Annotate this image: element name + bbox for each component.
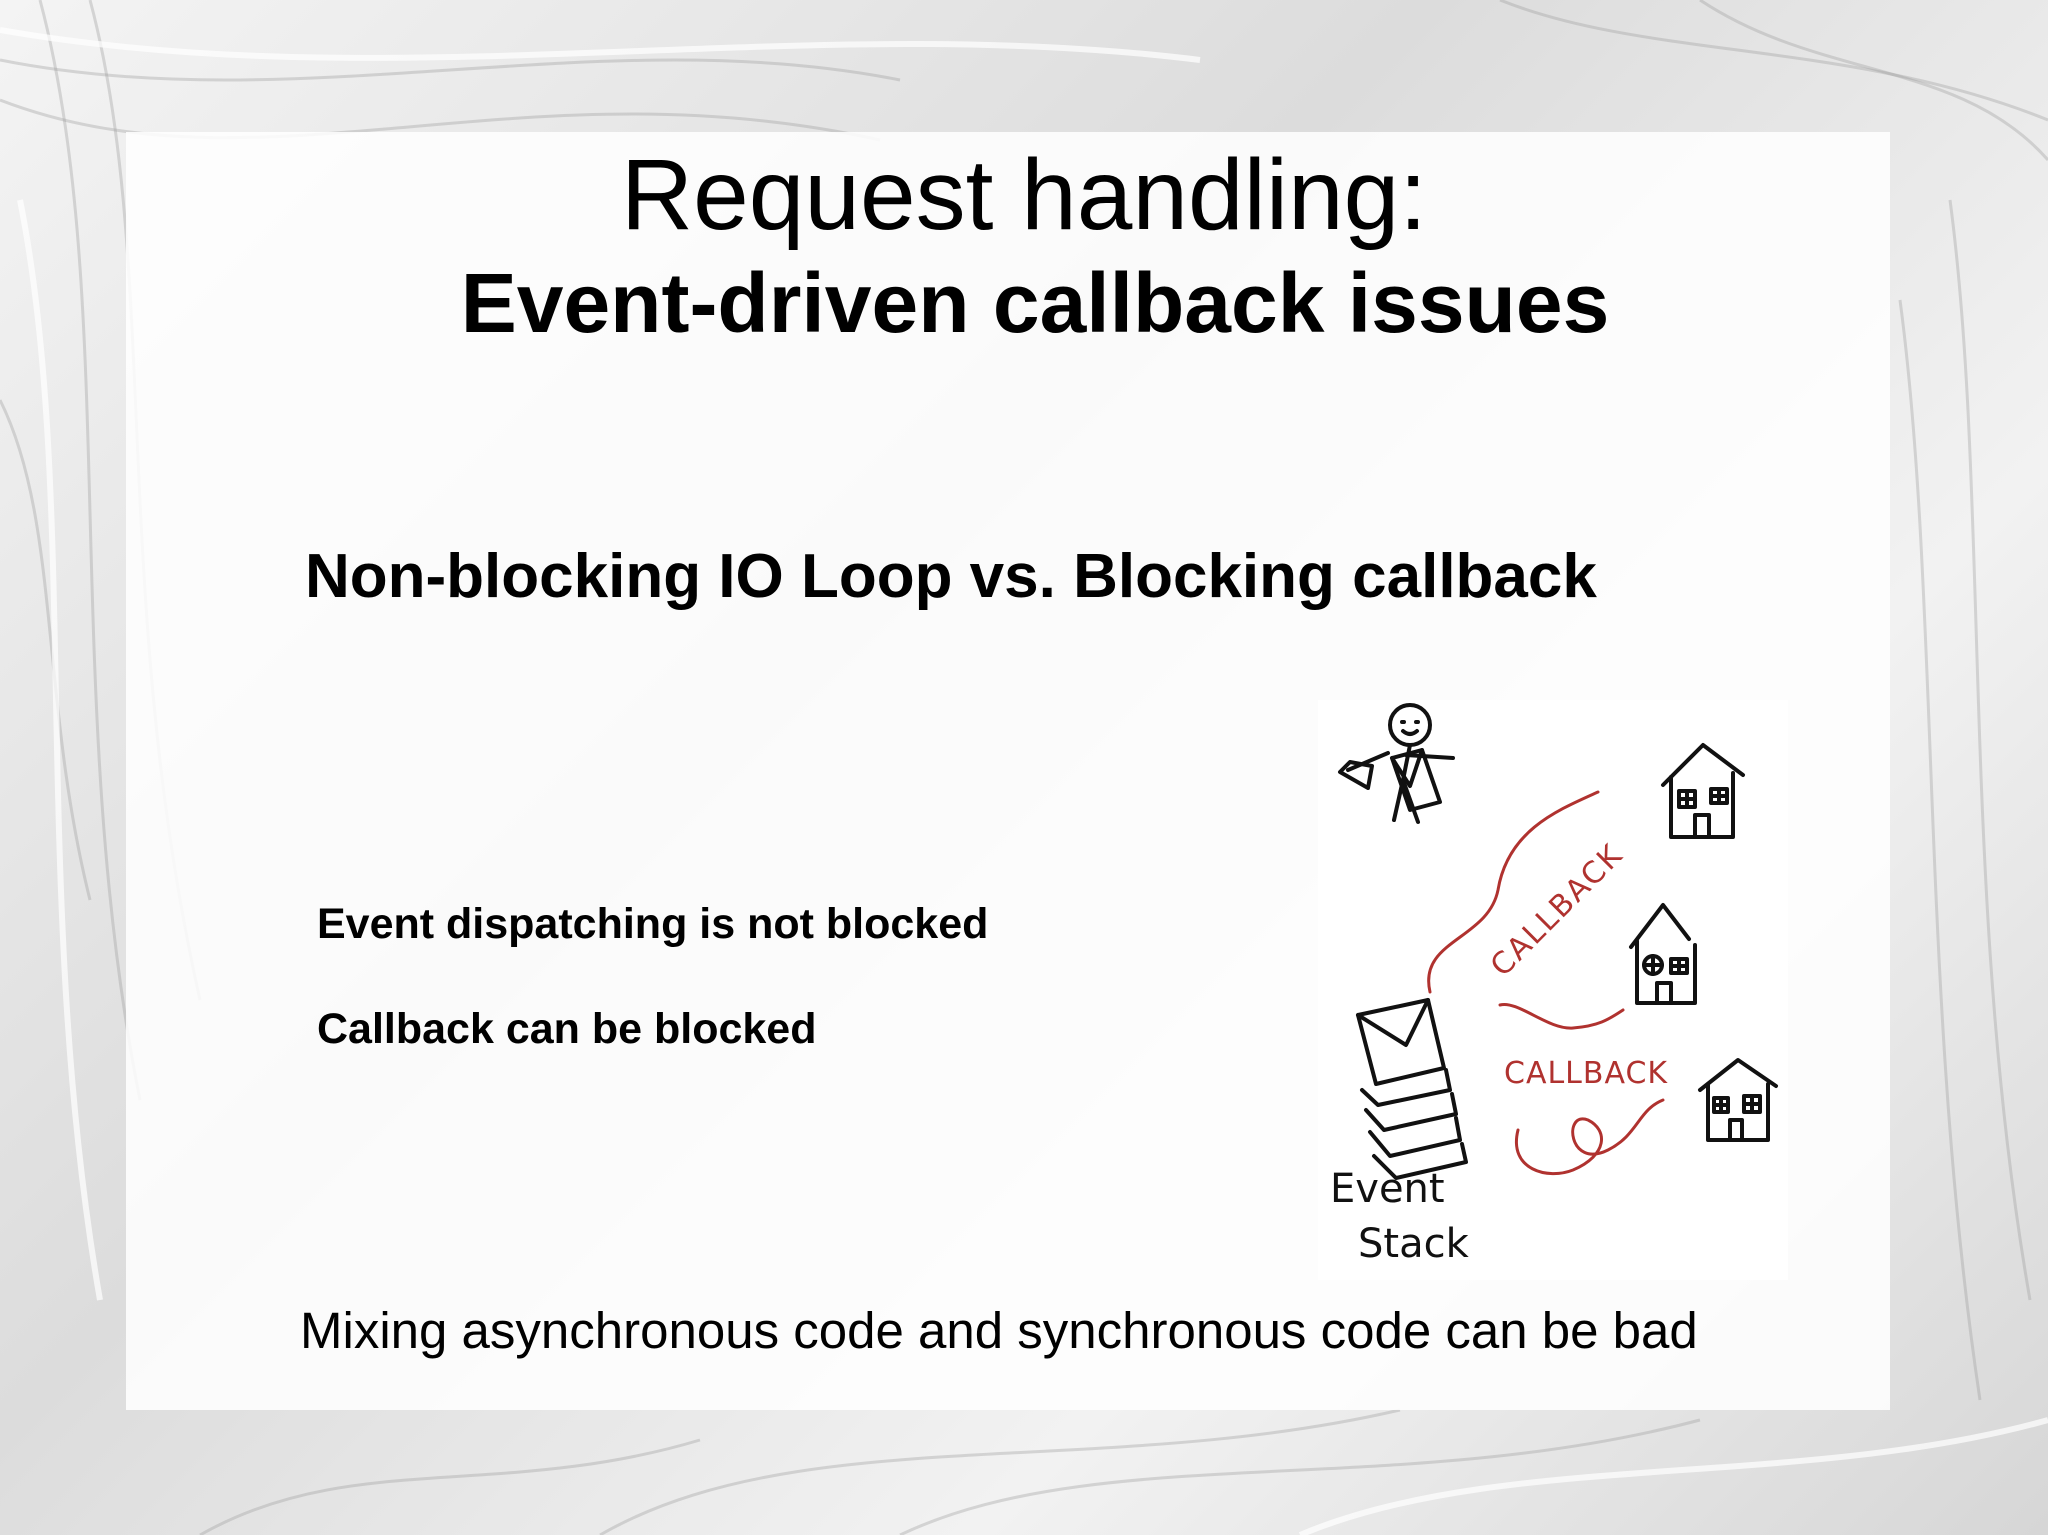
- bullet-point: Callback can be blocked: [317, 1005, 817, 1053]
- callback-label: CALLBACK: [1504, 1056, 1668, 1091]
- envelope-stack-icon: [1356, 998, 1468, 1180]
- house-icon: [1698, 1058, 1778, 1142]
- callback-illustration: CALLBACK CALLBACK Event Stack: [1318, 700, 1788, 1280]
- slide-subtitle: Event-driven callback issues: [460, 256, 1610, 350]
- house-icon: [1629, 903, 1697, 1005]
- callback-sketch: CALLBACK CALLBACK Event Stack: [1330, 703, 1778, 1267]
- slide-title: Request handling:: [620, 139, 1428, 251]
- event-stack-label: Event: [1330, 1166, 1445, 1212]
- house-icon: [1661, 743, 1745, 839]
- section-heading: Non-blocking IO Loop vs. Blocking callba…: [305, 542, 1597, 611]
- callback-label: CALLBACK: [1484, 837, 1630, 983]
- event-stack-label: Stack: [1358, 1221, 1470, 1267]
- footer-note: Mixing asynchronous code and synchronous…: [300, 1302, 1698, 1359]
- bullet-point: Event dispatching is not blocked: [317, 900, 989, 948]
- stick-figure-icon: [1338, 703, 1455, 824]
- callback-path: [1427, 790, 1665, 1176]
